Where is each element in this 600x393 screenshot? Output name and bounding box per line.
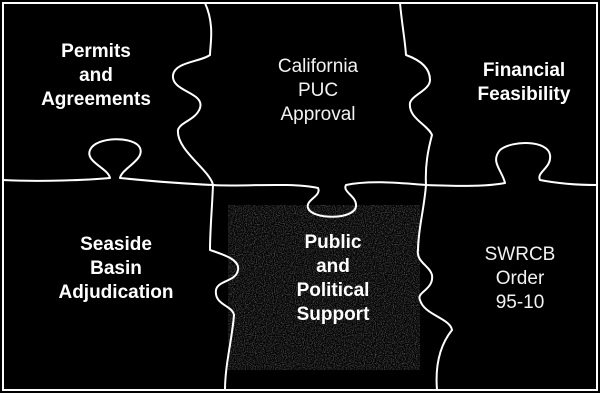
piece-label-line: Agreements: [41, 89, 151, 110]
piece-label-line: California: [278, 56, 359, 77]
piece-label-line: Basin: [90, 258, 142, 279]
piece-label-line: Seaside: [80, 234, 152, 255]
piece-label-swrcb: SWRCB Order 95-10: [485, 244, 556, 313]
piece-label-line: Support: [297, 304, 370, 325]
piece-label-line: Public: [304, 232, 361, 253]
seam-top-right: [399, 2, 433, 186]
piece-label-line: Feasibility: [478, 84, 571, 105]
seam-bottom-left: [209, 184, 240, 391]
seam-middle: [2, 138, 598, 218]
piece-label-line: and: [316, 256, 350, 277]
piece-label-line: Political: [297, 280, 370, 301]
piece-label-line: PUC: [298, 80, 338, 101]
piece-label-line: 95-10: [496, 292, 545, 313]
piece-label-line: Adjudication: [58, 282, 173, 303]
piece-label-line: Approval: [281, 104, 356, 125]
piece-label-line: Permits: [61, 41, 131, 62]
center-piece-highlight: [228, 205, 420, 370]
piece-label-line: SWRCB: [485, 244, 556, 265]
seam-top-left: [172, 2, 214, 186]
seam-bottom-right: [416, 184, 453, 391]
piece-label-line: Financial: [483, 60, 565, 81]
piece-label-line: and: [79, 65, 113, 86]
piece-label-line: Order: [496, 268, 545, 289]
